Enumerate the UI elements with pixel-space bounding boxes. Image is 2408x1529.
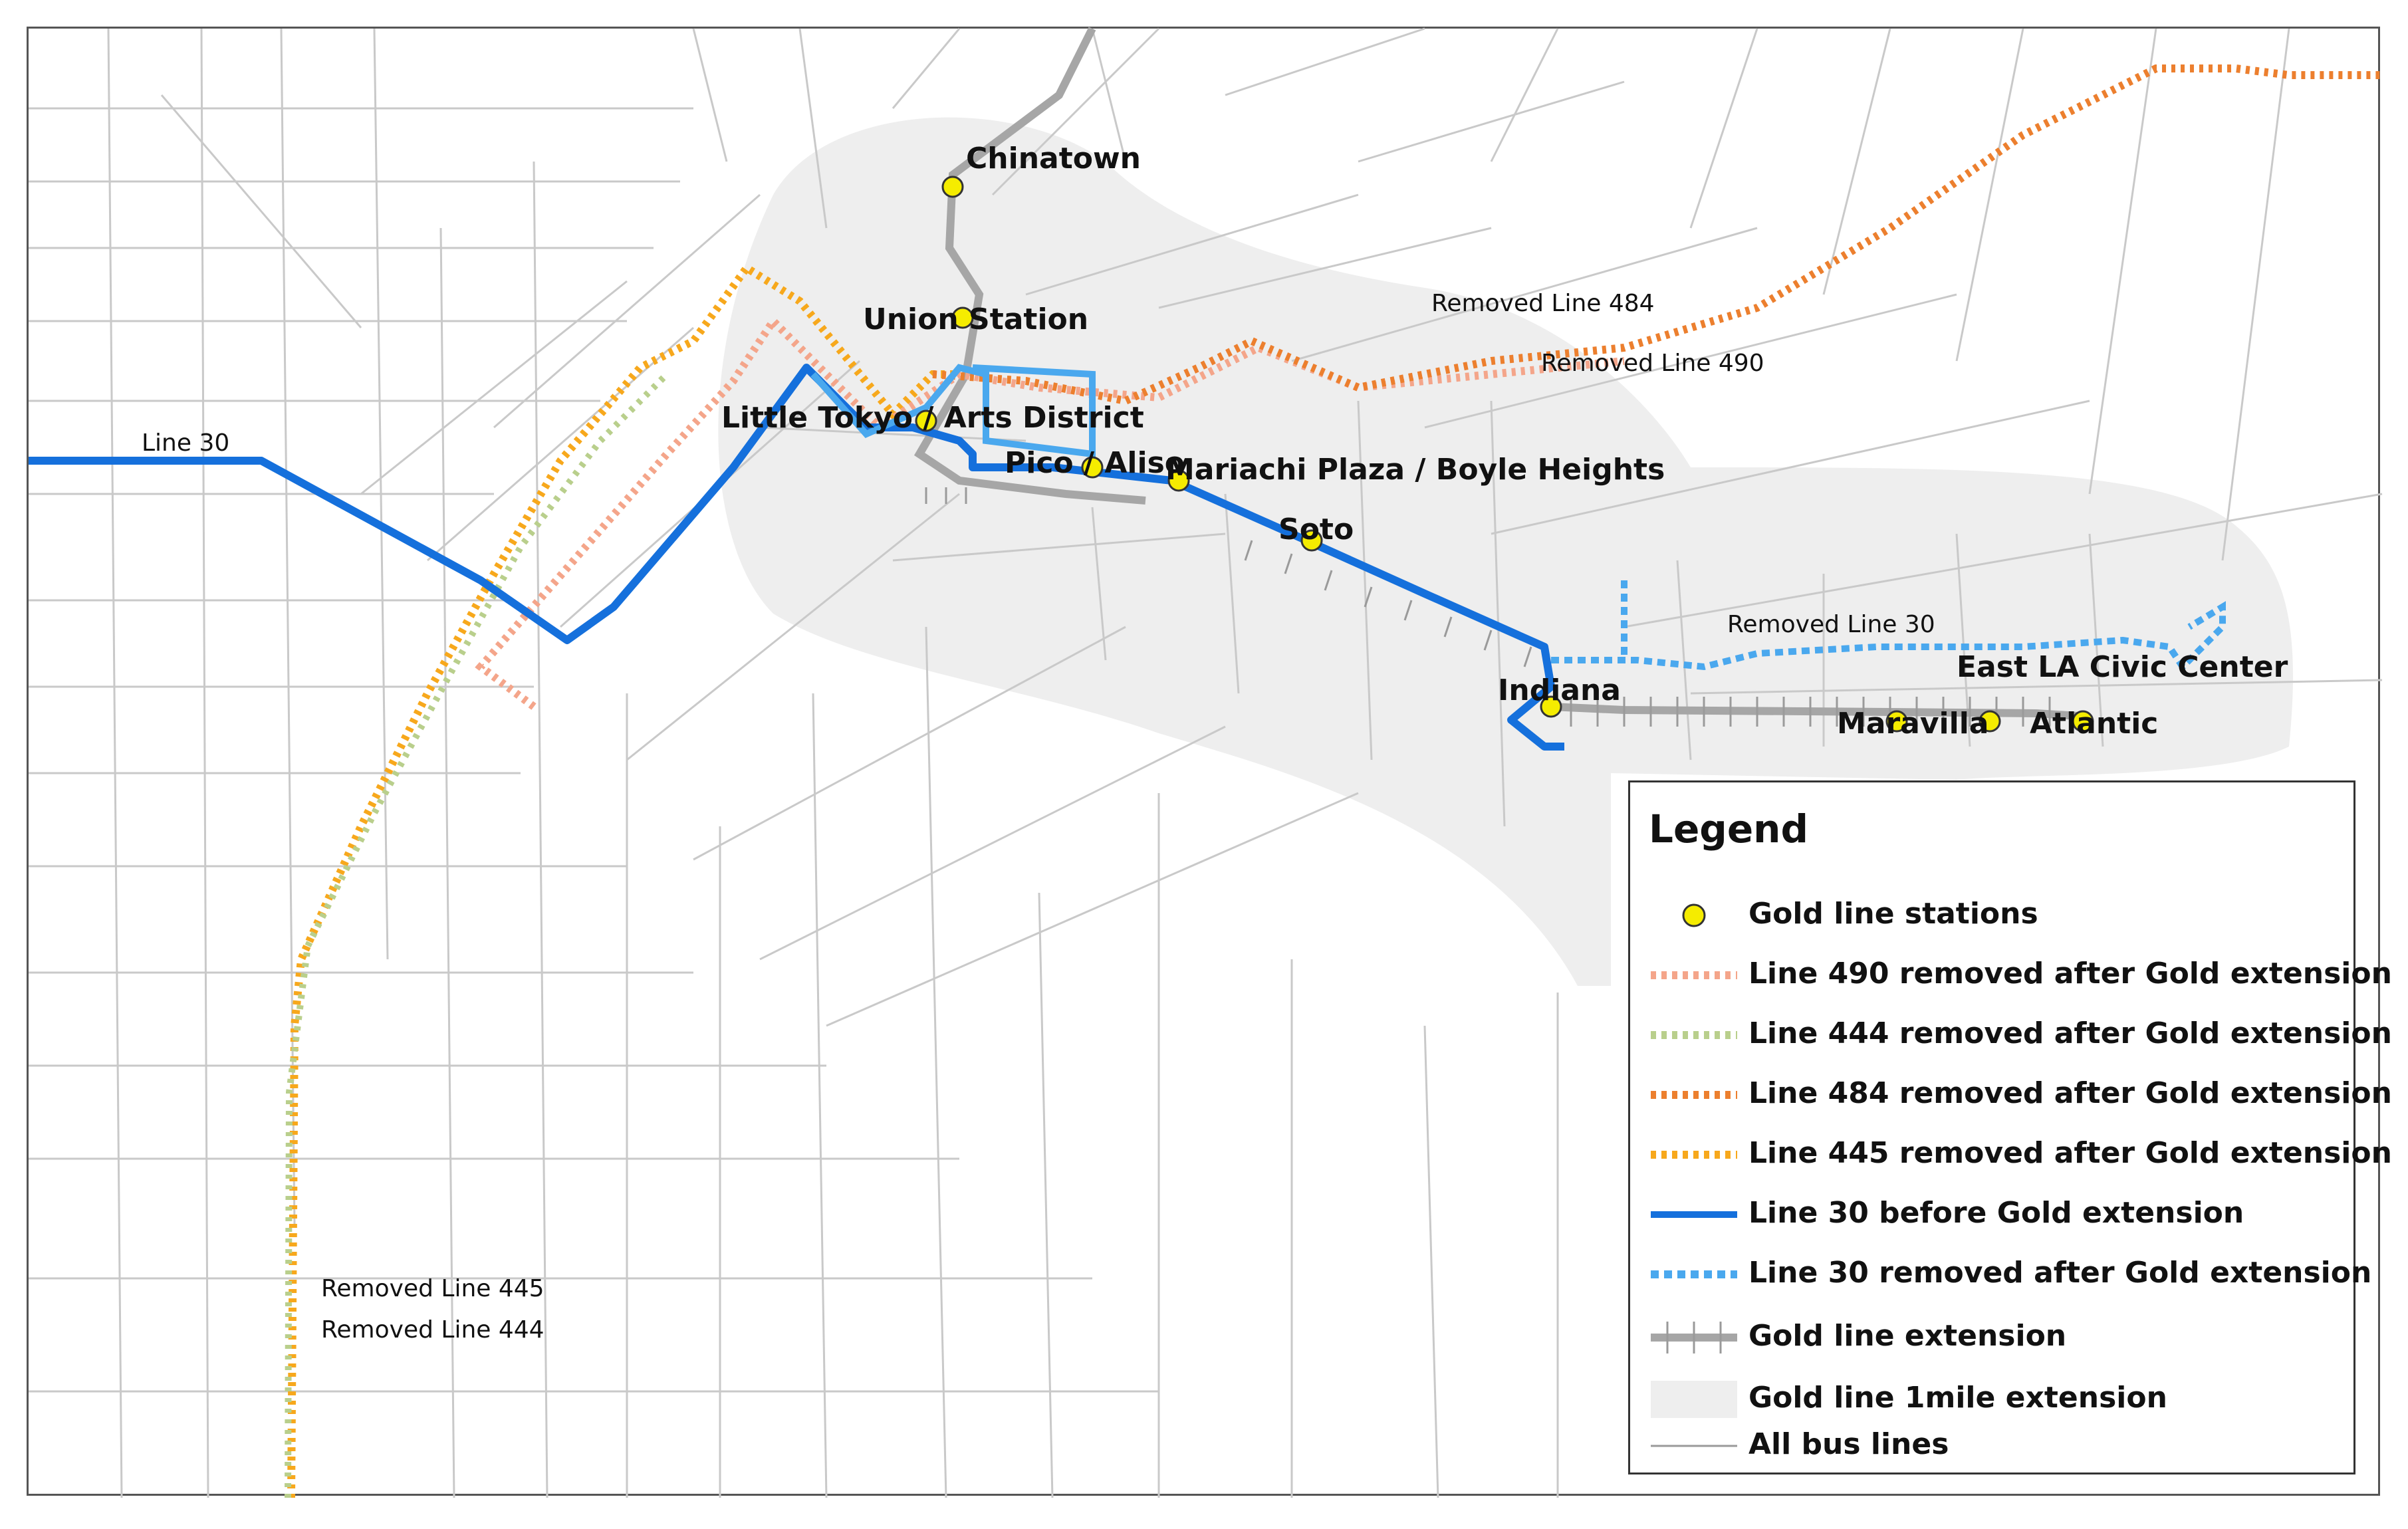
station-marker-chinatown	[941, 176, 964, 198]
station-marker-indiana	[1540, 695, 1562, 718]
dotted-line-symbol-icon	[1651, 1091, 1737, 1099]
legend-label: Line 445 removed after Gold extension	[1748, 1136, 2392, 1170]
map-frame: Chinatown Union Station Little Tokyo / A…	[27, 27, 2392, 1498]
dotted-line-symbol-icon	[1651, 1031, 1737, 1039]
legend-item-gold-line-extension: Gold line extension	[1630, 1311, 2357, 1364]
legend-item-line-30-before: Line 30 before Gold extension	[1630, 1188, 2357, 1241]
legend-label: Line 30 removed after Gold extension	[1748, 1256, 2372, 1290]
route-label-removed-444: Removed Line 444	[321, 1316, 544, 1344]
legend-label: Line 30 before Gold extension	[1748, 1196, 2244, 1230]
station-marker-maravilla	[1885, 710, 1908, 733]
route-line-30-removed	[810, 364, 1096, 458]
route-label-removed-490: Removed Line 490	[1541, 350, 1764, 377]
gold-line-stations	[915, 176, 2094, 733]
station-label-chinatown: Chinatown	[966, 142, 1141, 176]
area-symbol-icon	[1651, 1381, 1737, 1418]
legend-item-all-bus-lines: All bus lines	[1630, 1419, 2357, 1472]
legend-item-gold-line-buffer: Gold line 1mile extension	[1630, 1373, 2357, 1426]
station-label-pico-aliso: Pico / Aliso	[1005, 446, 1185, 480]
legend-item-gold-line-stations: Gold line stations	[1630, 889, 2357, 942]
route-label-removed-484: Removed Line 484	[1431, 290, 1655, 317]
map-canvas: Chinatown Union Station Little Tokyo / A…	[29, 27, 2383, 1498]
legend-label: Gold line stations	[1748, 897, 2038, 931]
gold-line-buffer-area	[718, 117, 2294, 986]
route-line-30-removed-east	[1551, 601, 2226, 672]
legend-label: Line 444 removed after Gold extension	[1748, 1016, 2392, 1050]
legend-label: Line 484 removed after Gold extension	[1748, 1076, 2392, 1110]
station-symbol-icon	[1682, 903, 1706, 927]
legend-label: All bus lines	[1748, 1427, 1949, 1461]
legend-item-line-445: Line 445 removed after Gold extension	[1630, 1128, 2392, 1181]
legend-label: Line 490 removed after Gold extension	[1748, 957, 2392, 991]
station-label-atlantic: Atlantic	[2030, 707, 2158, 741]
route-label-line-30: Line 30	[142, 429, 229, 457]
legend-item-line-484: Line 484 removed after Gold extension	[1630, 1068, 2392, 1121]
station-label-indiana: Indiana	[1498, 673, 1621, 707]
legend-label: Gold line 1mile extension	[1748, 1381, 2167, 1415]
station-marker-atlantic	[2072, 710, 2094, 733]
legend-title: Legend	[1649, 806, 1808, 852]
gold-line-extension-rail	[913, 27, 2090, 727]
map-legend: Legend Gold line stations Line 490 remov…	[1628, 780, 2392, 1474]
station-label-east-la-civic-center: East LA Civic Center	[1957, 650, 2288, 684]
legend-item-line-490: Line 490 removed after Gold extension	[1630, 949, 2392, 1002]
dashed-line-symbol-icon	[1651, 1270, 1737, 1278]
station-marker-pico-aliso	[1081, 456, 1104, 479]
solid-line-symbol-icon	[1651, 1211, 1737, 1218]
rail-line-symbol-icon	[1651, 1322, 1737, 1353]
route-line-484	[932, 64, 2382, 406]
thin-line-symbol-icon	[1651, 1445, 1737, 1447]
route-label-removed-30: Removed Line 30	[1727, 611, 1935, 638]
station-marker-little-tokyo	[915, 410, 937, 432]
station-marker-soto	[1300, 529, 1323, 552]
route-label-removed-445: Removed Line 445	[321, 1275, 544, 1302]
route-line-490	[475, 314, 1625, 710]
station-marker-union-station	[951, 306, 974, 329]
dotted-line-symbol-icon	[1651, 971, 1737, 979]
route-line-30	[29, 364, 1564, 751]
legend-label: Gold line extension	[1748, 1319, 2067, 1353]
dotted-line-symbol-icon	[1651, 1151, 1737, 1159]
station-label-mariachi-plaza: Mariachi Plaza / Boyle Heights	[1165, 453, 1665, 487]
station-label-union-station: Union Station	[863, 302, 1088, 336]
station-label-soto: Soto	[1278, 513, 1354, 546]
station-label-little-tokyo: Little Tokyo / Arts District	[721, 401, 1144, 435]
station-marker-mariachi-plaza	[1167, 469, 1190, 492]
legend-item-line-30-removed: Line 30 removed after Gold extension	[1630, 1248, 2371, 1301]
station-label-maravilla: Maravilla	[1837, 707, 1989, 741]
station-marker-east-la-civic-center	[1979, 710, 2001, 733]
legend-item-line-444: Line 444 removed after Gold extension	[1630, 1008, 2392, 1062]
